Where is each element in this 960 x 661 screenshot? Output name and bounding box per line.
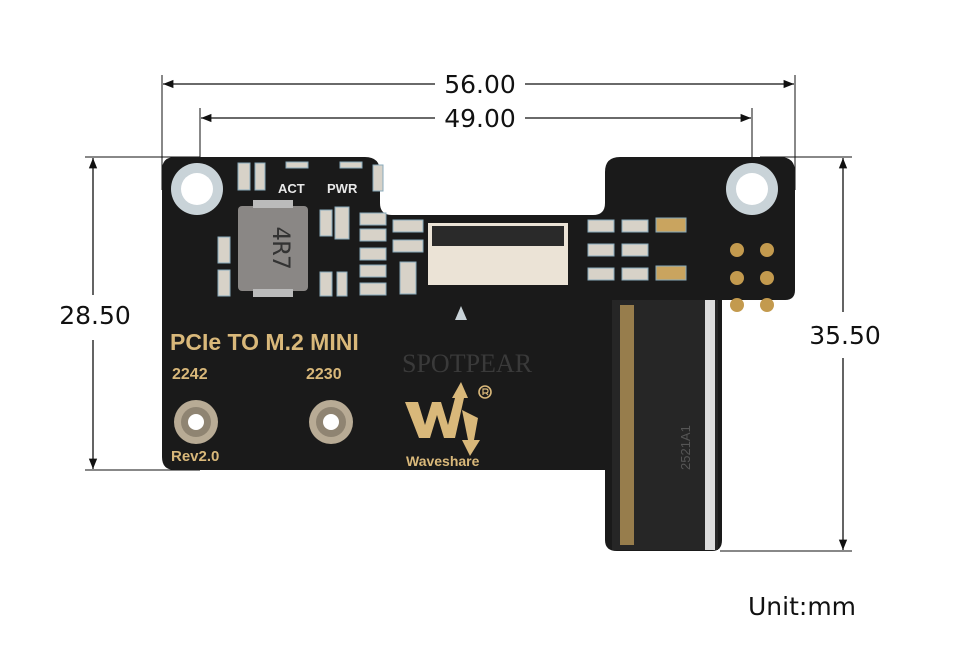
led-label-pwr: PWR — [327, 181, 358, 196]
dim-label-left-height: 28.50 — [59, 301, 131, 330]
standoff-2230 — [309, 400, 353, 444]
dim-label-right-height: 35.50 — [809, 321, 881, 350]
unit-label: Unit:mm — [748, 592, 856, 621]
m2-slot: 2521A1 — [612, 300, 718, 550]
dim-label-hole-spacing: 49.00 — [444, 104, 516, 133]
label-2242: 2242 — [172, 366, 208, 383]
gold-pads — [730, 243, 774, 312]
mounting-hole-left — [171, 163, 223, 215]
inductor: 4R7 — [238, 200, 308, 297]
smd-components — [217, 161, 687, 297]
waveshare-logo-icon — [405, 382, 492, 456]
dim-label-width: 56.00 — [444, 70, 516, 99]
mounting-hole-right — [726, 163, 778, 215]
slot-marking: 2521A1 — [678, 425, 693, 470]
brand-label: Waveshare — [406, 453, 480, 469]
label-2230: 2230 — [306, 366, 342, 383]
pcb-board: 4R7 — [162, 157, 795, 551]
fpc-connector — [428, 223, 568, 320]
standoff-2242 — [174, 400, 218, 444]
board-title: PCIe TO M.2 MINI — [170, 329, 359, 355]
led-label-act: ACT — [278, 181, 305, 196]
watermark: SPOTPEAR — [402, 349, 533, 378]
revision-label: Rev2.0 — [171, 448, 219, 465]
inductor-marking: 4R7 — [267, 226, 295, 269]
